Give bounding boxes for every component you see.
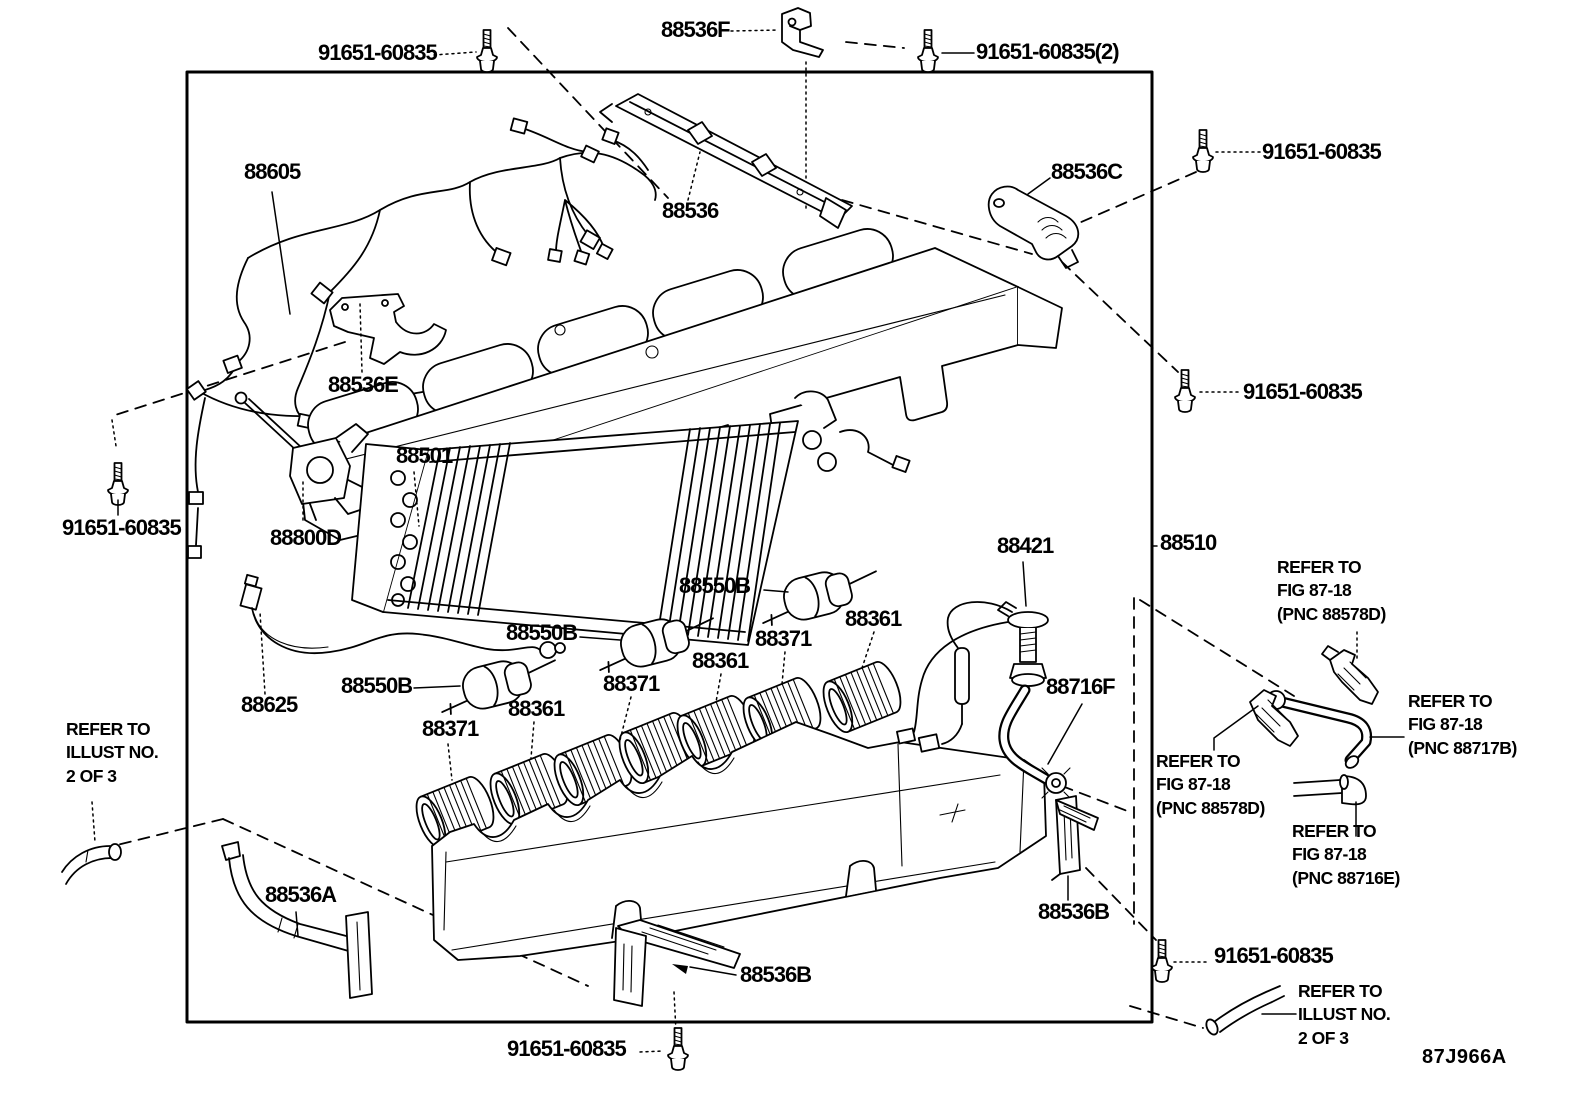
drain-hose-bottom-drawing: [1205, 985, 1285, 1036]
leader-lines: [91, 29, 1405, 1053]
note-refer-illust-left: REFER TO ILLUST NO. 2 OF 3: [66, 719, 159, 786]
wire-88625-drawing: [239, 573, 566, 659]
part-label-88536c: 88536C: [1051, 159, 1123, 184]
bracket-88536f-drawing: [781, 7, 824, 58]
part-label-88501: 88501: [396, 443, 453, 468]
part-label-88536f: 88536F: [661, 17, 731, 42]
part-label-88371-2: 88371: [603, 671, 660, 696]
part-label-88536e: 88536E: [328, 372, 399, 397]
part-label-screw-bottom-1: 91651-60835: [507, 1036, 627, 1061]
harness-88605-drawing: [185, 117, 657, 559]
bracket-88536b-right-drawing: [1051, 795, 1099, 881]
part-label-88536a: 88536A: [265, 882, 337, 907]
upper-case-drawing: [297, 228, 1063, 548]
part-label-screw-bottom-2: 91651-60835: [1214, 943, 1334, 968]
part-label-screw-left: 91651-60835: [62, 515, 182, 540]
part-label-88536b-2: 88536B: [1038, 899, 1110, 924]
figure-code: 87J966A: [1422, 1046, 1507, 1068]
note-refer-fig-578d-top: REFER TO FIG 87-18 (PNC 88578D): [1277, 557, 1386, 624]
part-label-88550b-3: 88550B: [341, 673, 413, 698]
bracket-88536c-drawing: [987, 185, 1080, 269]
note-refer-fig-578d-left: REFER TO FIG 87-18 (PNC 88578D): [1156, 751, 1265, 818]
heater-tubes-drawing: [1249, 645, 1379, 806]
note-refer-illust-bottom: REFER TO ILLUST NO. 2 OF 3: [1298, 981, 1391, 1048]
part-label-screw-right-2: 91651-60835: [1243, 379, 1363, 404]
part-label-88361-2: 88361: [692, 648, 749, 673]
part-label-88536: 88536: [662, 198, 719, 223]
note-refer-fig-716e: REFER TO FIG 87-18 (PNC 88716E): [1292, 821, 1400, 888]
drain-hose-left-drawing: [61, 843, 122, 885]
part-label-88550b-2: 88550B: [506, 620, 578, 645]
part-label-88361-3: 88361: [845, 606, 902, 631]
part-label-screw-top-left: 91651-60835: [318, 40, 438, 65]
part-label-88361-1: 88361: [508, 696, 565, 721]
bracket-88536a-drawing: [221, 841, 373, 999]
valve-88421-drawing: [896, 601, 1071, 799]
part-label-88510: 88510: [1160, 530, 1217, 555]
part-label-88536b-1: 88536B: [740, 962, 812, 987]
part-label-screw-top-right: 91651-60835(2): [976, 39, 1120, 64]
part-label-88800d: 88800D: [270, 525, 342, 550]
part-label-88605: 88605: [244, 159, 301, 184]
bracket-88536b-bottom-drawing: [613, 919, 741, 1007]
note-refer-fig-717b: REFER TO FIG 87-18 (PNC 88717B): [1408, 691, 1517, 758]
bracket-88536e-drawing: [329, 293, 447, 365]
part-label-88716f: 88716F: [1046, 674, 1116, 699]
part-label-screw-right-1: 91651-60835: [1262, 139, 1382, 164]
thermistor-88800d-drawing: [234, 391, 369, 521]
evaporator-88501-drawing: [351, 390, 911, 646]
part-label-88625: 88625: [241, 692, 298, 717]
part-label-88371-1: 88371: [422, 716, 479, 741]
part-label-88550b-1: 88550B: [679, 573, 751, 598]
diagram-frame: [185, 70, 1154, 1024]
part-label-88421: 88421: [997, 533, 1054, 558]
lower-case-drawing: [431, 721, 1047, 961]
reinforcement-88536-drawing: [599, 93, 853, 229]
part-label-88371-3: 88371: [755, 626, 812, 651]
